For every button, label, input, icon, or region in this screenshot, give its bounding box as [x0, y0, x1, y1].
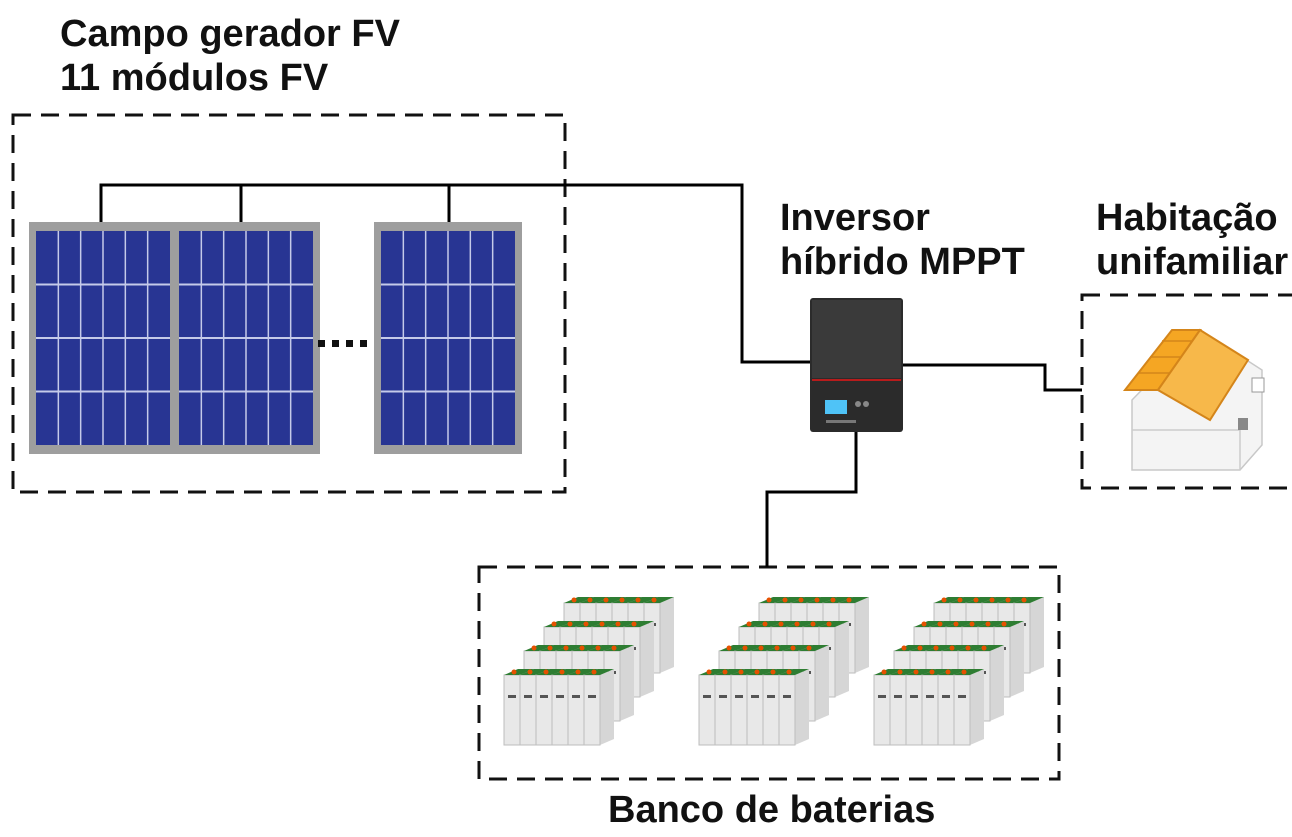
house-title-line1: Habitação — [1096, 197, 1278, 239]
pv-field-title: Campo gerador FV 11 módulos FV — [60, 12, 400, 100]
inverter-title-line2: híbrido MPPT — [780, 241, 1025, 283]
battery-icon — [778, 669, 809, 746]
house-title: Habitação unifamiliar — [1096, 196, 1288, 284]
inverter-battery-wire — [765, 432, 858, 567]
battery-bank-title: Banco de baterias — [608, 789, 936, 831]
inverter-title: Inversor híbrido MPPT — [780, 196, 1025, 284]
house-icon — [1122, 328, 1265, 471]
solar-panel-icon — [172, 222, 320, 454]
panels-ellipsis — [318, 340, 367, 347]
pv-field-box — [11, 113, 567, 494]
battery-cluster — [873, 597, 1044, 746]
house-title-line2: unifamiliar — [1096, 241, 1289, 283]
pv-field-title-line2: 11 módulos FV — [60, 57, 329, 99]
battery-icon — [583, 669, 614, 746]
battery-cluster — [503, 597, 674, 746]
house-box — [1080, 293, 1292, 490]
inverter-icon — [810, 298, 903, 432]
battery-icon — [993, 621, 1024, 698]
battery-cluster — [698, 597, 869, 746]
pv-field-title-line1: Campo gerador FV — [60, 13, 400, 55]
pv-wiring — [99, 183, 810, 364]
battery-banks — [503, 597, 1044, 746]
solar-panels — [29, 222, 522, 454]
battery-icon — [953, 669, 984, 746]
battery-bank-box — [477, 565, 1061, 781]
solar-panel-icon — [29, 222, 177, 454]
solar-panel-icon — [374, 222, 522, 454]
inverter-title-line1: Inversor — [780, 197, 930, 239]
inverter-house-wire — [903, 363, 1082, 392]
